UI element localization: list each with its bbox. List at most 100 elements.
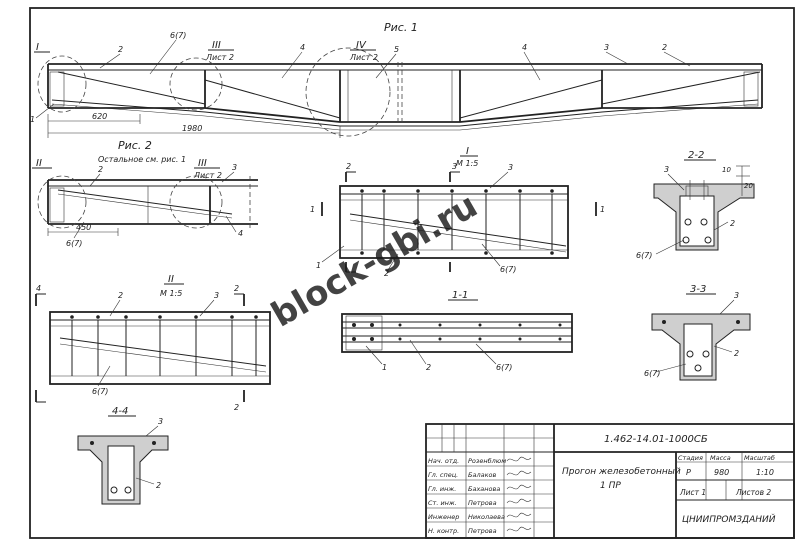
signature-name: Петрова: [468, 499, 497, 507]
fig1-callout-iv-sheet: Лист 2: [349, 53, 378, 62]
section-22-dim-10: 10: [722, 166, 731, 174]
fig1-pos-2b: 2: [662, 43, 667, 52]
section-11-title: 1-1: [452, 290, 468, 301]
detail-ii-sec-2: 2: [234, 284, 239, 293]
signature-mark: [506, 456, 532, 462]
title-drawing-line2: 1 ПР: [600, 481, 621, 491]
signature-role: Гл. спец.: [428, 471, 458, 479]
fig1-title: Рис. 1: [384, 21, 418, 34]
detail-i-sec-1: 1: [310, 205, 315, 214]
section-11-pos-1: 1: [382, 363, 387, 372]
fig2-pos-2: 2: [98, 165, 103, 174]
signature-mark: [506, 498, 532, 504]
fig1-callout-iii-sheet: Лист 2: [205, 53, 234, 62]
section-33-pos-67: 6(7): [644, 369, 660, 378]
detail-ii-pos-3: 3: [214, 291, 219, 300]
watermark-text: block-gbi.ru: [265, 186, 485, 336]
fig1-pos-4b: 4: [522, 43, 527, 52]
section-11-pos-67: 6(7): [496, 363, 512, 372]
detail-i-title: I: [466, 146, 469, 157]
section-4-4: 4-4 3 2: [77, 406, 169, 505]
fig2-subtitle: Остальное см. рис. 1: [98, 155, 186, 164]
fig1-dim-1980: 1980: [182, 124, 202, 133]
detail-ii-sec-4: 4: [36, 284, 41, 293]
title-sheets: Листов 2: [735, 488, 771, 497]
detail-i-pos-1: 1: [316, 261, 321, 270]
title-col-mass: Масса: [710, 454, 731, 462]
fig1-callout-i: I: [36, 42, 39, 53]
fig1-dim-620: 620: [92, 112, 107, 121]
title-mass: 980: [714, 468, 729, 477]
signature-name: Николаева: [468, 513, 505, 521]
section-44-title: 4-4: [112, 406, 128, 417]
fig2-title: Рис. 2: [118, 139, 152, 152]
section-44-pos-3: 3: [158, 417, 163, 426]
section-22-title: 2-2: [688, 150, 704, 161]
title-drawing-line1: Прогон железобетонный: [562, 467, 681, 477]
section-33-pos-3: 3: [734, 291, 739, 300]
signature-name: Баханова: [468, 485, 500, 493]
detail-i-sec-1b: 1: [600, 205, 605, 214]
signature-role: Нач. отд.: [428, 457, 459, 465]
fig2-pos-67: 6(7): [66, 239, 82, 248]
detail-i-sec-2: 2: [346, 162, 351, 171]
fig1-pos-3: 3: [604, 43, 609, 52]
signature-name: Розенблюм: [468, 457, 506, 465]
fig2-callout-iii-sheet: Лист 2: [193, 171, 222, 180]
fig1-beam-elevation: Рис. 1: [30, 21, 763, 138]
fig1-callout-iii: III: [212, 40, 221, 51]
title-scale: 1:10: [756, 468, 774, 477]
title-col-stage: Стадия: [678, 454, 703, 462]
fig1-pos-4a: 4: [300, 43, 305, 52]
signature-role: Ст. инж.: [428, 499, 457, 507]
section-33-pos-2: 2: [734, 349, 739, 358]
title-block: 1.462-14.01-1000СБ Прогон железобетонный…: [425, 423, 795, 539]
detail-i-pos-67: 6(7): [500, 265, 516, 274]
signature-role: Инженер: [428, 513, 459, 521]
section-3-3: 3-3 3 2 6(7): [644, 284, 751, 381]
signature-mark: [506, 526, 532, 532]
section-1-1: 1-1 1 2 6(7): [341, 290, 573, 372]
signature-mark: [506, 484, 532, 490]
title-organization: ЦНИИПРОМЗДАНИЙ: [682, 513, 776, 525]
fig1-callout-iv: IV: [356, 40, 367, 51]
title-stage: Р: [686, 468, 691, 477]
section-22-dim-20: 20: [744, 182, 753, 190]
detail-i-pos-2: 2: [384, 269, 389, 278]
detail-ii-pos-2: 2: [118, 291, 123, 300]
section-22-pos-2: 2: [730, 219, 735, 228]
detail-ii: II М 1:5 4 2 2 2 3 6(7): [35, 274, 271, 412]
sheet-border: [29, 7, 795, 539]
fig1-pos-2a: 2: [118, 45, 123, 54]
detail-i: I М 1:5 2 3 1 1: [310, 146, 605, 278]
section-22-pos-67: 6(7): [636, 251, 652, 260]
section-44-pos-2: 2: [156, 481, 161, 490]
fig1-pos-67: 6(7): [170, 31, 186, 40]
section-22-pos-3: 3: [664, 165, 669, 174]
signature-name: Балаков: [468, 471, 496, 479]
fig1-pos-5: 5: [394, 45, 399, 54]
fig2-pos-3: 3: [232, 163, 237, 172]
detail-ii-scale: М 1:5: [160, 289, 182, 298]
signature-mark: [506, 512, 532, 518]
detail-ii-pos-67: 6(7): [92, 387, 108, 396]
signature-name: Петрова: [468, 527, 497, 535]
signature-role: Н. контр.: [428, 527, 459, 535]
title-doc-code: 1.462-14.01-1000СБ: [604, 434, 708, 445]
detail-ii-title: II: [168, 274, 174, 285]
section-33-title: 3-3: [690, 284, 706, 295]
fig2-end-elevation: Рис. 2 Остальное см. рис. 1 II III Лист …: [32, 139, 258, 248]
section-2-2: 2-2 10 20 3 2 6(7): [636, 150, 755, 260]
section-11-pos-2: 2: [426, 363, 431, 372]
detail-i-sec-3: 3: [452, 162, 457, 171]
signature-role: Гл. инж.: [428, 485, 456, 493]
signature-mark: [506, 470, 532, 476]
fig1-pos-1: 1: [30, 115, 35, 124]
fig2-callout-iii: III: [198, 158, 207, 169]
fig2-callout-ii: II: [36, 158, 42, 169]
detail-i-scale: М 1:5: [456, 159, 478, 168]
title-col-scale: Масштаб: [744, 454, 775, 462]
detail-ii-sec-2b: 2: [234, 403, 239, 412]
